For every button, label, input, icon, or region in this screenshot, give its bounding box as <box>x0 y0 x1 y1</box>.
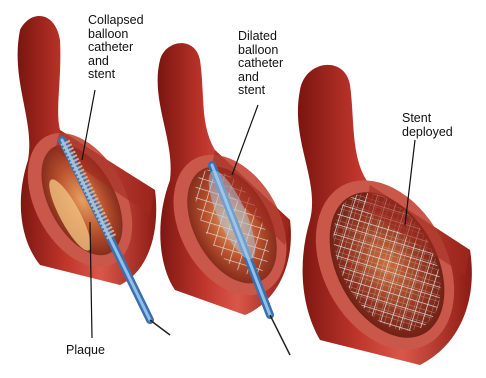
artery-dilated <box>151 43 310 315</box>
label-plaque: Plaque <box>66 344 105 358</box>
leader-dilated <box>232 105 258 175</box>
label-dilated-balloon-catheter-stent: Dilated balloon catheter and stent <box>238 30 283 98</box>
artery-deployed <box>288 65 482 374</box>
label-collapsed-balloon-catheter-stent: Collapsed balloon catheter and stent <box>88 14 144 82</box>
label-stent-deployed: Stent deployed <box>402 112 453 139</box>
